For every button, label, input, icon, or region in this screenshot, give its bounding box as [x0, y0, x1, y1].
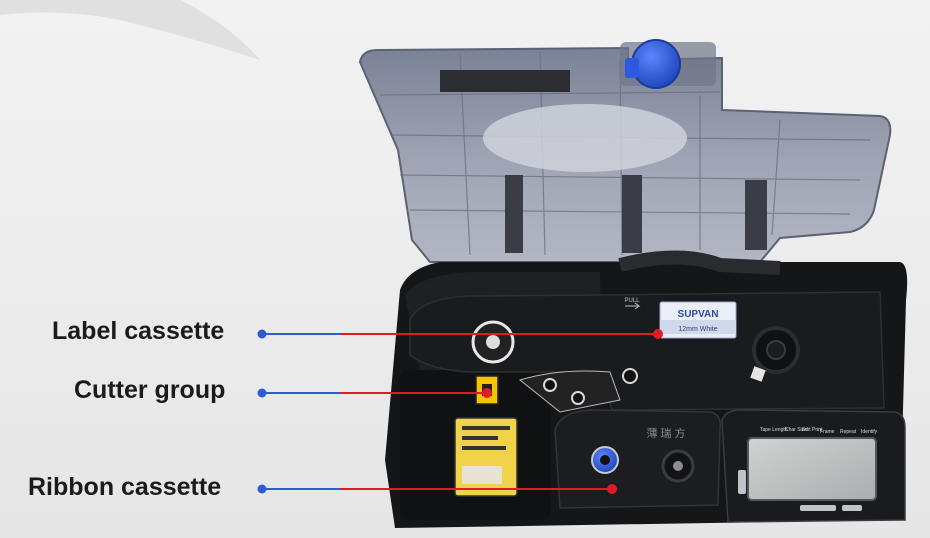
cutter-group-label: Cutter group [74, 376, 226, 404]
warning-card [454, 417, 518, 497]
lid [358, 46, 892, 263]
lid-dial-icon [620, 39, 716, 89]
lcd-screen [747, 437, 877, 501]
svg-text:Frame: Frame [820, 429, 835, 435]
svg-text:Repeat: Repeat [840, 429, 857, 435]
svg-text:Tape Length: Tape Length [760, 427, 788, 433]
pull-mark-text: PULL [624, 298, 640, 304]
label-cassette-label: Label cassette [52, 317, 225, 345]
callout-label-cassette [257, 329, 663, 339]
tape-spec-text: 12mm White [678, 326, 717, 333]
callout-cutter-group [257, 388, 492, 398]
callout-dot-end [653, 329, 663, 339]
lid-hinge-center [622, 175, 642, 253]
ribbon-cassette: 薄 瑞 方 [554, 409, 722, 509]
label-cassette: SUPVAN 12mm White PULL [409, 291, 885, 411]
svg-text:Identify: Identify [861, 429, 878, 435]
callout-ribbon-cassette [257, 484, 617, 494]
keypad-labels: Tape Length Char Size Edit Print Frame R… [760, 427, 878, 435]
callout-dot-end [607, 484, 617, 494]
ribbon-marking-text: 薄 瑞 方 [646, 426, 685, 440]
background-shadow [0, 0, 260, 60]
lid-hinge-right [745, 180, 767, 250]
ribbon-cassette-label: Ribbon cassette [28, 473, 222, 501]
svg-text:Edit Print: Edit Print [802, 427, 823, 433]
brand-text: SUPVAN [678, 309, 719, 320]
lid-window [483, 104, 687, 172]
svg-text:Char Size: Char Size [785, 427, 807, 433]
control-panel: Tape Length Char Size Edit Print Frame R… [721, 409, 906, 523]
callout-dot-end [482, 388, 492, 398]
lid-hinge-left [505, 175, 523, 253]
lid-clip [440, 70, 570, 92]
cutter-group [475, 368, 638, 413]
